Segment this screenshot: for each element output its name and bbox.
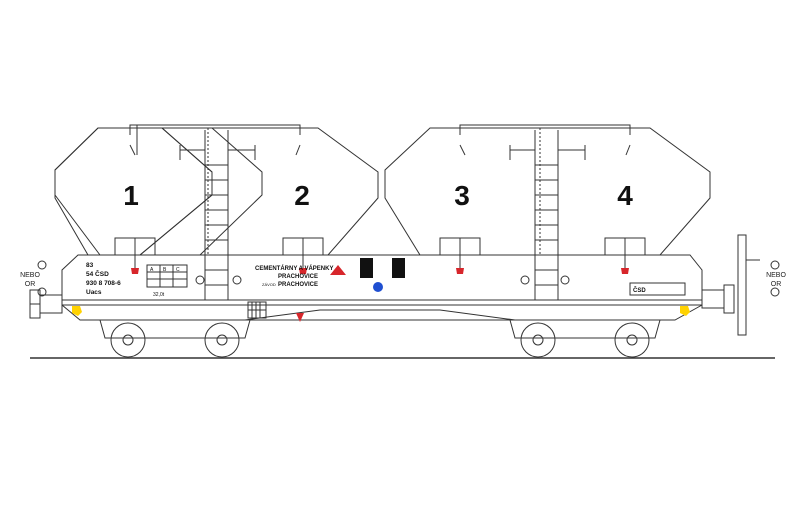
outlet-4 <box>604 237 646 268</box>
bogie-right <box>509 319 661 358</box>
ladder-right <box>509 130 586 300</box>
outlet-2 <box>282 237 324 268</box>
hopper-shell-right <box>384 127 711 256</box>
wagon-id-line1: 83 <box>86 262 94 269</box>
marker-right-top <box>770 260 780 270</box>
hopper-number-4: 4 <box>617 180 633 211</box>
side-label-left-line2: OR <box>25 281 36 288</box>
outlet-1 <box>114 237 156 268</box>
blue-signal-dot <box>373 282 383 292</box>
top-pipe-right <box>459 124 631 135</box>
side-label-right-line2: OR <box>771 281 782 288</box>
operator-plate <box>629 282 686 296</box>
load-table-header-a: A <box>150 267 154 273</box>
coupling-hook-right <box>680 306 690 316</box>
outlet-3 <box>439 237 481 268</box>
center-sill <box>244 309 516 321</box>
underframe-body <box>61 254 703 321</box>
side-label-right-line1: NEBO <box>766 272 786 279</box>
owner-line2: PRACHOVICE <box>278 274 318 280</box>
load-table-header-b: B <box>163 267 167 273</box>
owner-logo-mark <box>330 265 346 275</box>
marker-left-bottom <box>37 287 47 297</box>
load-table-header-c: C <box>176 267 180 273</box>
red-valve-2 <box>299 268 307 274</box>
hopper-1 <box>54 124 300 256</box>
red-valve-4 <box>621 268 629 274</box>
marker-left-top <box>37 260 47 270</box>
top-pipe-left <box>129 124 301 135</box>
red-triangle-sign <box>296 313 304 322</box>
marker-right-bottom <box>770 287 780 297</box>
bogie-left <box>99 319 251 358</box>
owner-line1: CEMENTÁRNY A VÁPENKY <box>255 265 333 272</box>
buffer-right <box>701 234 760 336</box>
brake-markers <box>131 268 629 274</box>
side-label-left-line1: NEBO <box>20 272 40 279</box>
red-valve-1 <box>131 268 139 274</box>
wagon-id-line3: 930 8 708-6 <box>86 280 121 287</box>
wagon-id-line2: 54 ČSD <box>86 269 109 278</box>
hopper-number-1: 1 <box>123 180 139 211</box>
coupling-hook-left <box>72 306 82 316</box>
ladder-left <box>179 130 256 300</box>
hopper-number-2: 2 <box>294 180 310 211</box>
tare-weight: 32,0t <box>153 292 165 298</box>
data-panel-1 <box>360 258 373 278</box>
owner-line3: PRACHOVICE <box>278 282 318 288</box>
owner-prefix: ZÁVOD <box>262 282 276 287</box>
wagon-id-line4: Uacs <box>86 289 102 296</box>
hopper-number-3: 3 <box>454 180 470 211</box>
operator-mark: ČSD <box>633 287 646 294</box>
hopper-shell-left <box>54 127 379 256</box>
data-panel-2 <box>392 258 405 278</box>
buffer-left <box>29 289 63 319</box>
load-table <box>146 264 188 288</box>
red-valve-3 <box>456 268 464 274</box>
